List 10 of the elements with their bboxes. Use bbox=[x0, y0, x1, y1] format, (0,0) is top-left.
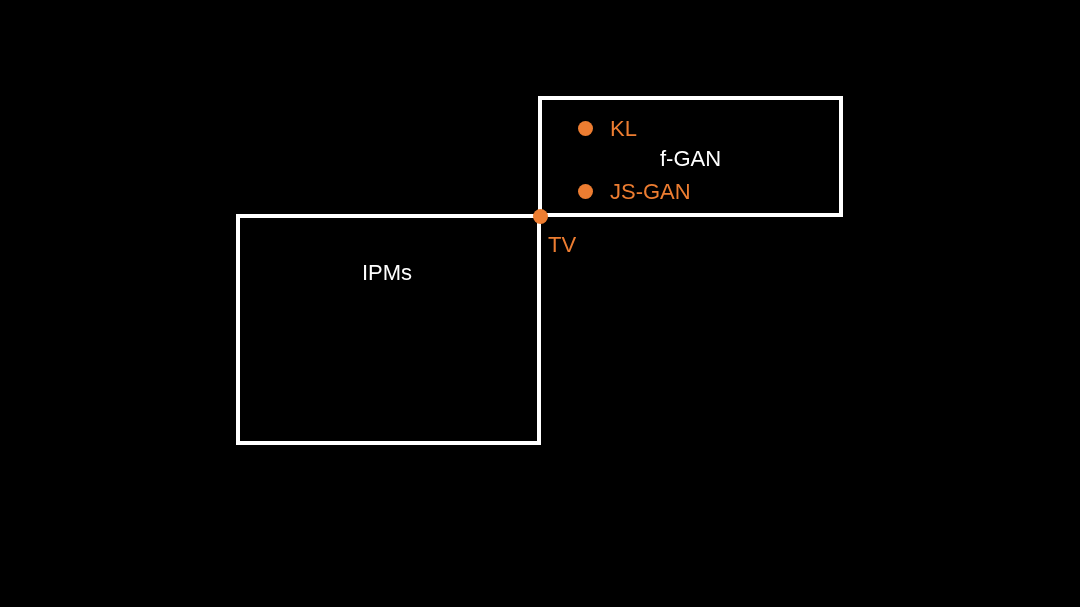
region-box bbox=[236, 214, 541, 445]
point-label: TV bbox=[548, 233, 577, 257]
region-label: f-GAN bbox=[660, 146, 722, 172]
dot-marker bbox=[578, 121, 593, 136]
point-label: JS-GAN bbox=[610, 180, 691, 204]
dot-marker bbox=[578, 184, 593, 199]
region-label: IPMs bbox=[362, 260, 413, 286]
point-label: KL bbox=[610, 117, 637, 141]
region-box bbox=[538, 96, 843, 217]
dot-marker bbox=[533, 209, 548, 224]
